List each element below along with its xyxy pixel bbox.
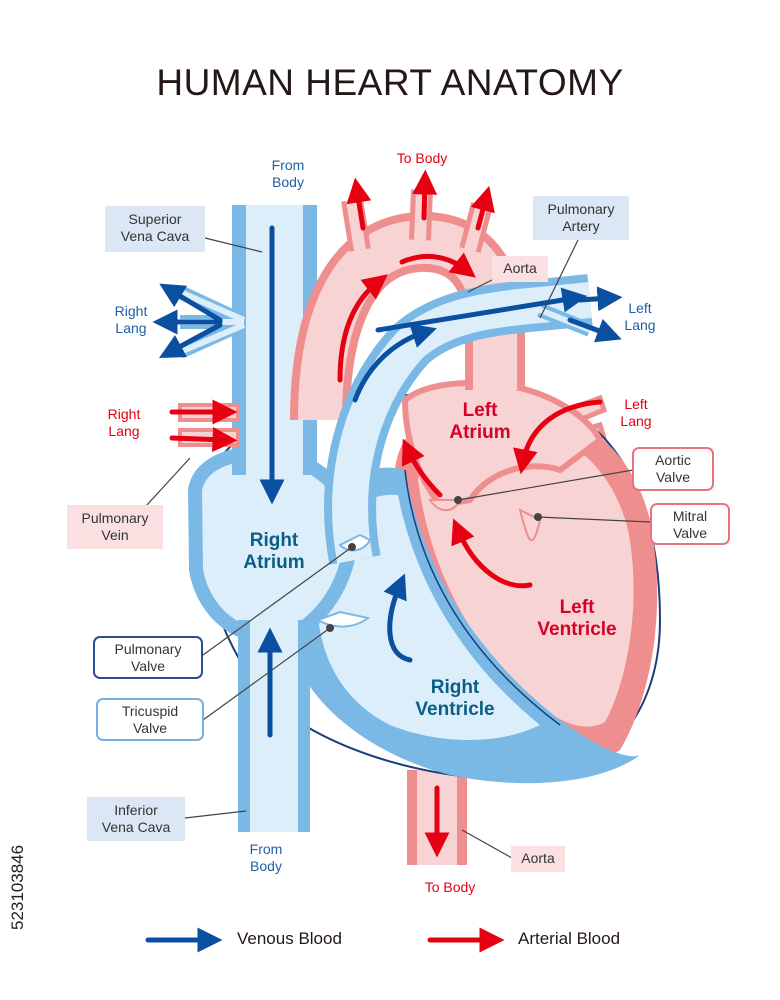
to-body-top-label: To Body — [396, 150, 448, 166]
arterial-arrows — [169, 169, 603, 858]
stock-id: 523103846 — [8, 844, 27, 930]
page-title: HUMAN HEART ANATOMY — [156, 62, 624, 103]
legend-arterial-label: Arterial Blood — [518, 929, 621, 948]
to-body-bottom-label: To Body — [424, 879, 476, 895]
valves — [315, 533, 372, 628]
inferior-vena-cava — [238, 620, 310, 832]
aorta-bottom-callout: Aorta — [511, 846, 565, 872]
legend-venous-label: Venous Blood — [237, 929, 342, 948]
venous-arrows — [152, 225, 623, 738]
aorta-top-callout: Aorta — [492, 256, 548, 282]
